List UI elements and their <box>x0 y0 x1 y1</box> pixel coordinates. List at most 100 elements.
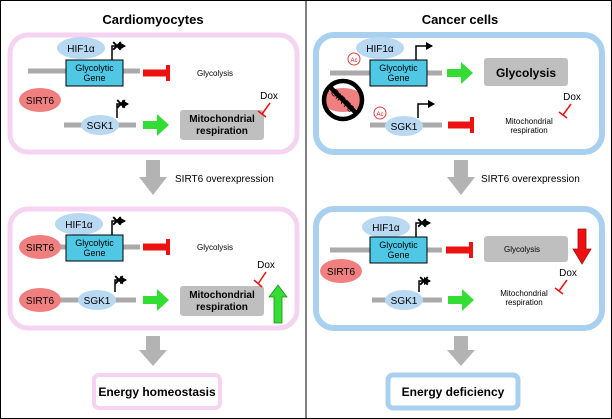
cancer-top-gene-line2: Gene <box>387 73 409 83</box>
cardio-top-sgk1-oval <box>81 115 119 135</box>
cancer-top-dox-label: Dox <box>563 92 581 103</box>
cardiomyocytes-panel: Cardiomyocytes HIF1α Glycolytic Gene ✕ S… <box>7 12 300 410</box>
cancer-top-acetyl-label-1: Ac <box>350 58 357 64</box>
cardio-bottom-sirt6-oval-b <box>19 288 61 312</box>
cancer-top-dox-inhibit-line <box>562 103 572 116</box>
cancer-title: Cancer cells <box>422 12 499 27</box>
cardio-outcome-box <box>92 373 222 410</box>
cancer-bottom-gene-box <box>369 236 428 264</box>
cardio-bottom-sgk1-green-arrow <box>143 289 169 311</box>
cancer-bottom-sgk1-label: SGK1 <box>391 296 418 307</box>
cardio-top-hif-oval <box>57 37 105 59</box>
cardio-bottom-mito-line2: respiration <box>196 302 248 313</box>
cardio-outcome-arrow <box>139 336 167 366</box>
cancer-overexpression-arrow <box>447 160 475 195</box>
cardio-bottom-sgk1-promoter-arrow <box>114 276 127 292</box>
cancer-cells-panel: Cancer cells HIF1α Ac Glycolytic Gene SI… <box>313 12 605 411</box>
cancer-bottom-dox-label: Dox <box>559 268 577 279</box>
cardio-bottom-gene-line2: Gene <box>83 248 105 258</box>
cardio-bottom-sirt6-oval-a <box>19 235 61 259</box>
cardio-top-dox-inhibit-line <box>261 102 271 115</box>
cardio-bottom-gene-line1: Glycolytic <box>75 238 114 248</box>
cardio-bottom-sirt6-label-b: SIRT6 <box>26 296 55 307</box>
cardio-top-gene-line2: Gene <box>83 73 105 83</box>
cancer-top-acetyl-label-2: Ac <box>376 112 383 118</box>
cardio-top-gene-line1: Glycolytic <box>75 63 114 73</box>
cancer-bottom-glycolysis-box <box>484 236 568 262</box>
cardio-title: Cardiomyocytes <box>102 12 203 27</box>
cancer-top-sgk1-promoter-arrow <box>417 100 435 118</box>
cardio-top-gene-box <box>65 59 124 87</box>
cardio-bottom-hif-oval <box>55 213 103 235</box>
cancer-bottom-gene-promoter-arrow <box>415 219 431 237</box>
cancer-top-acetyl-badge-2 <box>373 106 387 120</box>
cancer-top-dox-inhibit-head <box>558 111 568 119</box>
cancer-top-sirt6-absent-icon: SIRT6 <box>321 78 365 122</box>
cancer-top-glycolysis-box <box>484 58 568 86</box>
cardio-top-hif-label: HIF1α <box>67 44 95 55</box>
cancer-bottom-mito-line2: respiration <box>505 298 542 307</box>
cardio-outcome-label: Energy homeostasis <box>98 385 216 399</box>
cardio-top-mito-line1: Mitochondrial <box>189 114 255 125</box>
cardio-top-mito-line2: respiration <box>196 126 248 137</box>
cancer-top-prohibited-ring <box>321 78 365 122</box>
cancer-transition-label: SIRT6 overexpression <box>481 174 580 185</box>
cancer-bottom-gene-line2: Gene <box>387 250 409 260</box>
cardio-top-gene-promoter-arrow <box>111 42 126 60</box>
cancer-top-hif-oval <box>356 37 404 59</box>
cancer-bottom-glycolysis-down-arrow <box>572 228 592 265</box>
cardio-bottom-gene-box <box>65 234 124 262</box>
cardio-bottom-dox-inhibit-head <box>253 279 263 288</box>
cardio-bottom-sgk1-oval <box>78 290 116 310</box>
cancer-outcome-label: Energy deficiency <box>402 385 505 399</box>
cancer-bottom-dox-inhibit-line <box>558 279 568 292</box>
cardio-top-sgk1-label: SGK1 <box>87 121 114 132</box>
cardio-bottom-hif-label: HIF1α <box>65 220 93 231</box>
cancer-bottom-gene-line1: Glycolytic <box>379 240 418 250</box>
cancer-bottom-glycolysis-label: Glycolysis <box>504 245 540 254</box>
cancer-top-sgk1-label: SGK1 <box>391 122 418 133</box>
cardio-bottom-sgk1-block-x: ✕ <box>113 272 125 288</box>
cardio-bottom-sgk1-label: SGK1 <box>84 296 111 307</box>
cancer-top-prohibited-slash <box>328 85 358 115</box>
cardio-top-glycolysis-label: Glycolysis <box>197 69 233 78</box>
cancer-outcome-arrow <box>447 336 475 366</box>
cardio-bottom-mito-line1: Mitochondrial <box>189 290 255 301</box>
cancer-bottom-sgk1-block-x: ✕ <box>418 273 430 289</box>
cardio-bottom-dox-inhibit-line <box>257 271 267 285</box>
cardio-top-mito-box <box>180 110 264 140</box>
cardio-bottom-dox-label: Dox <box>257 260 275 271</box>
cancer-top-mito-line2: respiration <box>510 126 547 135</box>
cardio-bottom-sirt6-label-a: SIRT6 <box>26 243 55 254</box>
cancer-top-sgk1-oval <box>385 116 423 136</box>
cancer-bottom-dox-inhibit-head <box>554 287 564 295</box>
cardio-transition-label: SIRT6 overexpression <box>175 174 274 185</box>
cardio-top-sgk1-promoter-arrow <box>116 100 129 118</box>
cancer-top-glycolysis-label: Glycolysis <box>496 66 556 80</box>
cancer-top-gene-line1: Glycolytic <box>379 63 418 73</box>
cancer-top-acetyl-badge-1 <box>347 52 361 66</box>
cardio-bottom-gene-block-x: ✕ <box>111 213 123 229</box>
cardio-top-sirt6-oval <box>19 88 61 112</box>
cancer-bottom-sgk1-green-arrow <box>448 289 474 311</box>
cancer-bottom-sgk1-promoter-arrow <box>418 277 431 292</box>
cardio-top-dox-label: Dox <box>260 91 278 102</box>
cancer-top-glycolysis-green-arrow <box>447 62 473 84</box>
cancer-outcome-box <box>385 372 521 411</box>
cardio-bottom-mito-up-arrow <box>268 284 288 324</box>
cardio-bottom-mito-box <box>180 286 264 316</box>
cancer-bottom-gene-block-x: ✕ <box>416 215 428 231</box>
cancer-top-gene-box <box>369 59 428 87</box>
cancer-bottom-mito-line1: Mitochondrial <box>500 289 548 298</box>
cancer-bottom-sirt6-oval <box>320 259 362 283</box>
cardio-top-sgk1-block-x: ✕ <box>115 96 127 112</box>
cancer-top-gene-promoter-arrow <box>415 42 433 60</box>
cancer-top-mito-line1: Mitochondrial <box>505 117 553 126</box>
cancer-bottom-hif-oval <box>362 216 410 238</box>
cancer-bottom-hif-label: HIF1α <box>372 223 400 234</box>
cardio-top-dox-inhibit-head <box>257 110 267 118</box>
cancer-top-hif-label: HIF1α <box>366 44 394 55</box>
cardio-overexpression-arrow <box>139 160 167 195</box>
cardio-top-gene-block-x: ✕ <box>111 38 123 54</box>
